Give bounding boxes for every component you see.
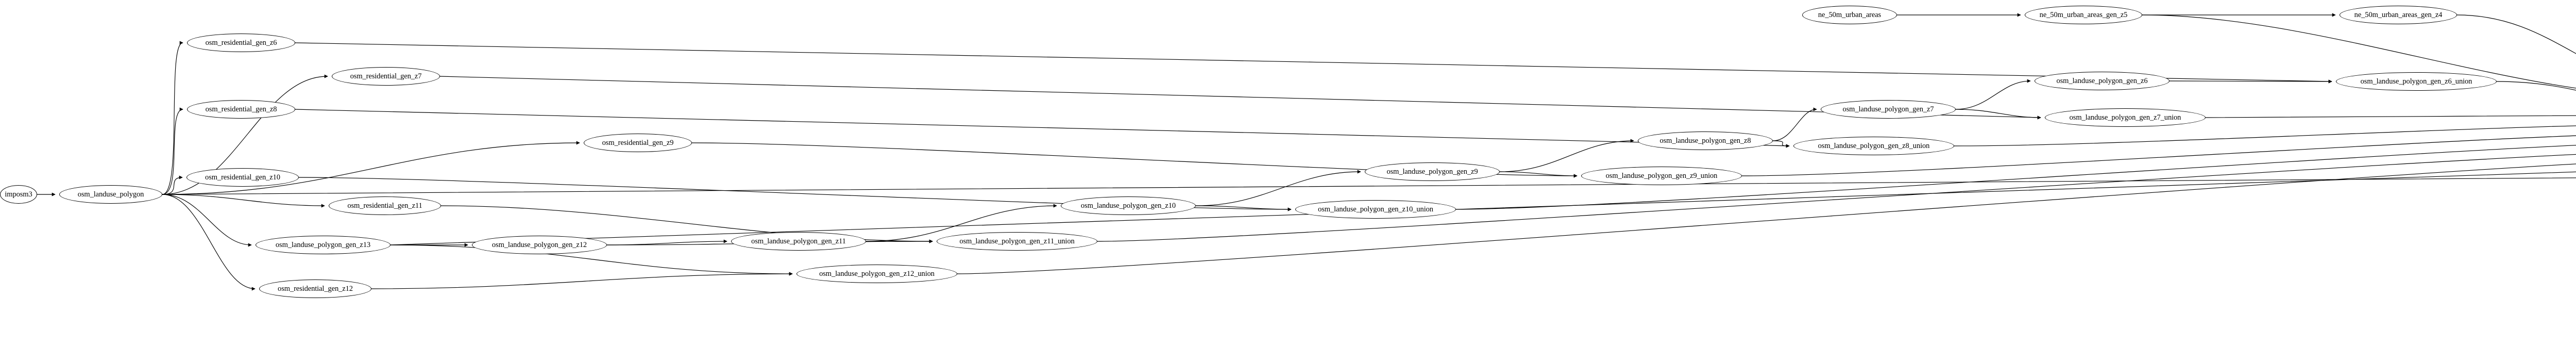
graph-node-osm-residential-gen-z6[interactable]: osm_residential_gen_z6 <box>187 34 295 52</box>
graph-node-osm-landuse-polygon-gen-z10-union[interactable]: osm_landuse_polygon_gen_z10_union <box>1295 200 1456 219</box>
node-label: osm_landuse_polygon_gen_z6_union <box>2360 77 2472 86</box>
graph-node-osm-landuse-polygon-gen-z8-union[interactable]: osm_landuse_polygon_gen_z8_union <box>1793 137 1954 155</box>
graph-node-osm-residential-gen-z10[interactable]: osm_residential_gen_z10 <box>187 168 299 187</box>
graph-node-osm-landuse-polygon-gen-z13[interactable]: osm_landuse_polygon_gen_z13 <box>256 236 391 254</box>
graph-node-osm-landuse-polygon[interactable]: osm_landuse_polygon <box>59 185 162 204</box>
graph-node-osm-residential-gen-z12[interactable]: osm_residential_gen_z12 <box>259 279 371 298</box>
node-label: osm_landuse_polygon_gen_z8_union <box>1818 141 1930 150</box>
graph-node-ne-50m-urban-areas-gen-z5[interactable]: ne_50m_urban_areas_gen_z5 <box>2025 6 2142 24</box>
graph-node-osm-landuse-polygon-gen-z10[interactable]: osm_landuse_polygon_gen_z10 <box>1061 196 1196 215</box>
graph-node-osm-landuse-polygon-gen-z12[interactable]: osm_landuse_polygon_gen_z12 <box>472 236 607 254</box>
node-label: osm_landuse_polygon_gen_z9 <box>1386 167 1478 176</box>
node-label: osm_landuse_polygon_gen_z10 <box>1080 201 1176 210</box>
node-label: osm_residential_gen_z11 <box>347 201 422 210</box>
node-label: osm_landuse_polygon_gen_z13 <box>275 240 371 249</box>
node-label: osm_landuse_polygon_gen_z11 <box>751 237 846 245</box>
graph-node-osm-landuse-polygon-gen-z6-union[interactable]: osm_landuse_polygon_gen_z6_union <box>2336 72 2497 91</box>
graph-node-osm-residential-gen-z11[interactable]: osm_residential_gen_z11 <box>329 196 441 215</box>
graph-node-osm-residential-gen-z8[interactable]: osm_residential_gen_z8 <box>187 100 295 119</box>
graph-node-imposm3[interactable]: imposm3 <box>0 185 37 204</box>
node-label: imposm3 <box>5 190 32 199</box>
graph-node-osm-landuse-polygon-gen-z11-union[interactable]: osm_landuse_polygon_gen_z11_union <box>937 232 1097 251</box>
node-label: osm_landuse_polygon_gen_z12_union <box>819 269 935 278</box>
node-label: osm_landuse_polygon <box>77 190 144 199</box>
node-label: ne_50m_urban_areas_gen_z4 <box>2354 10 2443 19</box>
node-label: osm_landuse_polygon_gen_z6 <box>2056 76 2148 85</box>
graph-node-ne-50m-urban-areas-gen-z4[interactable]: ne_50m_urban_areas_gen_z4 <box>2340 6 2457 24</box>
node-label: osm_residential_gen_z6 <box>205 38 277 47</box>
graph-node-osm-residential-gen-z9[interactable]: osm_residential_gen_z9 <box>584 134 692 152</box>
node-label: osm_landuse_polygon_gen_z8 <box>1659 136 1751 145</box>
graph-node-osm-landuse-polygon-gen-z12-union[interactable]: osm_landuse_polygon_gen_z12_union <box>796 265 957 283</box>
graph-node-osm-landuse-polygon-gen-z11[interactable]: osm_landuse_polygon_gen_z11 <box>731 232 866 251</box>
node-label: osm_landuse_polygon_gen_z11_union <box>959 237 1075 245</box>
node-label: osm_landuse_polygon_gen_z9_union <box>1605 171 1718 180</box>
graph-node-ne-50m-urban-areas[interactable]: ne_50m_urban_areas <box>1802 6 1897 24</box>
node-label: osm_landuse_polygon_gen_z7_union <box>2069 113 2181 122</box>
node-label: osm_residential_gen_z9 <box>602 138 674 147</box>
node-label: osm_residential_gen_z10 <box>205 173 280 182</box>
graph-node-osm-landuse-polygon-gen-z9-union[interactable]: osm_landuse_polygon_gen_z9_union <box>1581 167 1742 185</box>
node-label: osm_residential_gen_z12 <box>278 284 353 293</box>
node-label: osm_landuse_polygon_gen_z10_union <box>1318 205 1433 213</box>
graph-node-osm-landuse-polygon-gen-z6[interactable]: osm_landuse_polygon_gen_z6 <box>2035 72 2170 90</box>
node-label: osm_landuse_polygon_gen_z7 <box>1842 105 1934 113</box>
node-label: ne_50m_urban_areas_gen_z5 <box>2039 10 2128 19</box>
node-label: osm_residential_gen_z7 <box>350 72 422 80</box>
node-label: osm_residential_gen_z8 <box>205 105 277 113</box>
graph-node-osm-residential-gen-z7[interactable]: osm_residential_gen_z7 <box>332 67 440 86</box>
node-label: ne_50m_urban_areas <box>1818 10 1882 19</box>
graph-node-osm-landuse-polygon-gen-z8[interactable]: osm_landuse_polygon_gen_z8 <box>1638 131 1773 150</box>
node-label: osm_landuse_polygon_gen_z12 <box>492 240 587 249</box>
graph-node-osm-landuse-polygon-gen-z9[interactable]: osm_landuse_polygon_gen_z9 <box>1365 162 1500 181</box>
graph-node-osm-landuse-polygon-gen-z7-union[interactable]: osm_landuse_polygon_gen_z7_union <box>2045 108 2206 127</box>
graph-node-osm-landuse-polygon-gen-z7[interactable]: osm_landuse_polygon_gen_z7 <box>1821 100 1956 119</box>
